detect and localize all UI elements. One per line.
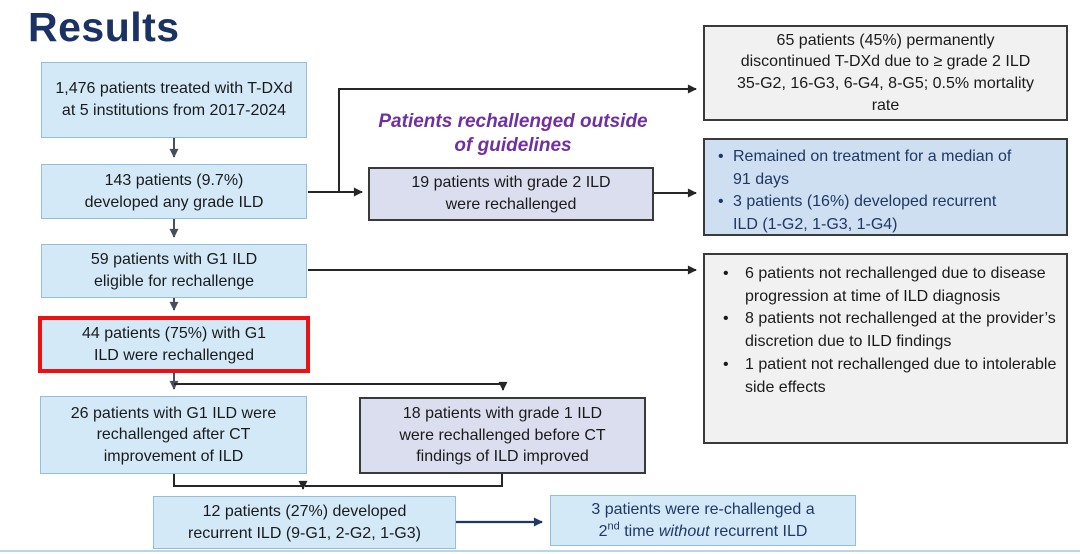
second-rechallenge-num: 2: [598, 522, 608, 540]
note-outside-guidelines: Patients rechallenged outside of guideli…: [340, 110, 686, 159]
flow-box-second-rechallenge: 3 patients were re-challenged a 2nd time…: [550, 495, 856, 546]
outcome-box-discontinued: 65 patients (45%) permanently discontinu…: [703, 25, 1068, 121]
flow-box-before-ct: 18 patients with grade 1 ILD were rechal…: [359, 397, 646, 474]
grade2-outcomes-item: Remained on treatment for a median of 91…: [715, 146, 1020, 191]
second-rechallenge-emphasis: without: [658, 522, 710, 540]
flow-box-grade2-rechallenged: 19 patients with grade 2 ILD were rechal…: [368, 167, 654, 221]
outcome-box-grade2-outcomes: Remained on treatment for a median of 91…: [703, 138, 1068, 236]
flow-box-developed-ild-text: 143 patients (9.7%) developed any grade …: [84, 171, 264, 211]
flow-box-after-ct-text: 26 patients with G1 ILD were rechallenge…: [70, 404, 277, 465]
not-rechallenged-list: 6 patients not rechallenged due to disea…: [715, 263, 1060, 399]
second-rechallenge-line2: 2nd time without recurrent ILD: [591, 521, 814, 543]
note-outside-guidelines-line1: Patients rechallenged outside: [378, 111, 648, 132]
grade2-outcomes-item: 3 patients (16%) developed recurrent ILD…: [715, 191, 1020, 236]
not-rechallenged-item: 1 patient not rechallenged due to intole…: [715, 354, 1060, 399]
not-rechallenged-item: 6 patients not rechallenged due to disea…: [715, 263, 1060, 308]
flow-box-rechallenged-g1: 44 patients (75%) with G1 ILD were recha…: [38, 316, 310, 373]
grade2-outcomes-list: Remained on treatment for a median of 91…: [715, 146, 1020, 237]
flow-box-treated-text: 1,476 patients treated with T-DXd at 5 i…: [55, 80, 293, 119]
flow-box-rechallenged-g1-text: 44 patients (75%) with G1 ILD were recha…: [81, 324, 267, 364]
flow-box-after-ct: 26 patients with G1 ILD were rechallenge…: [40, 396, 307, 474]
flow-box-treated: 1,476 patients treated with T-DXd at 5 i…: [41, 62, 307, 138]
second-rechallenge-suffix: recurrent ILD: [709, 522, 808, 540]
second-rechallenge-ordinal: nd: [607, 520, 620, 533]
flow-box-eligible-text: 59 patients with G1 ILD eligible for rec…: [90, 251, 258, 290]
not-rechallenged-item: 8 patients not rechallenged at the provi…: [715, 308, 1060, 353]
slide-bottom-border: [0, 550, 1080, 552]
flow-box-second-rechallenge-text: 3 patients were re-challenged a 2nd time…: [591, 499, 814, 542]
second-rechallenge-line1: 3 patients were re-challenged a: [591, 500, 815, 518]
outcome-box-not-rechallenged: 6 patients not rechallenged due to disea…: [703, 253, 1068, 444]
flow-box-before-ct-text: 18 patients with grade 1 ILD were rechal…: [399, 405, 606, 466]
flow-box-eligible: 59 patients with G1 ILD eligible for rec…: [41, 244, 307, 298]
note-outside-guidelines-line2: of guidelines: [454, 135, 572, 157]
flow-box-recurrent-ild: 12 patients (27%) developed recurrent IL…: [153, 496, 456, 549]
flow-box-recurrent-ild-text: 12 patients (27%) developed recurrent IL…: [188, 502, 421, 542]
flow-box-grade2-rechallenged-text: 19 patients with grade 2 ILD were rechal…: [411, 174, 611, 213]
page-title: Results: [28, 4, 180, 50]
second-rechallenge-mid: time: [619, 522, 659, 540]
flow-box-developed-ild: 143 patients (9.7%) developed any grade …: [41, 164, 307, 219]
outcome-box-discontinued-text: 65 patients (45%) permanently discontinu…: [736, 31, 1034, 114]
